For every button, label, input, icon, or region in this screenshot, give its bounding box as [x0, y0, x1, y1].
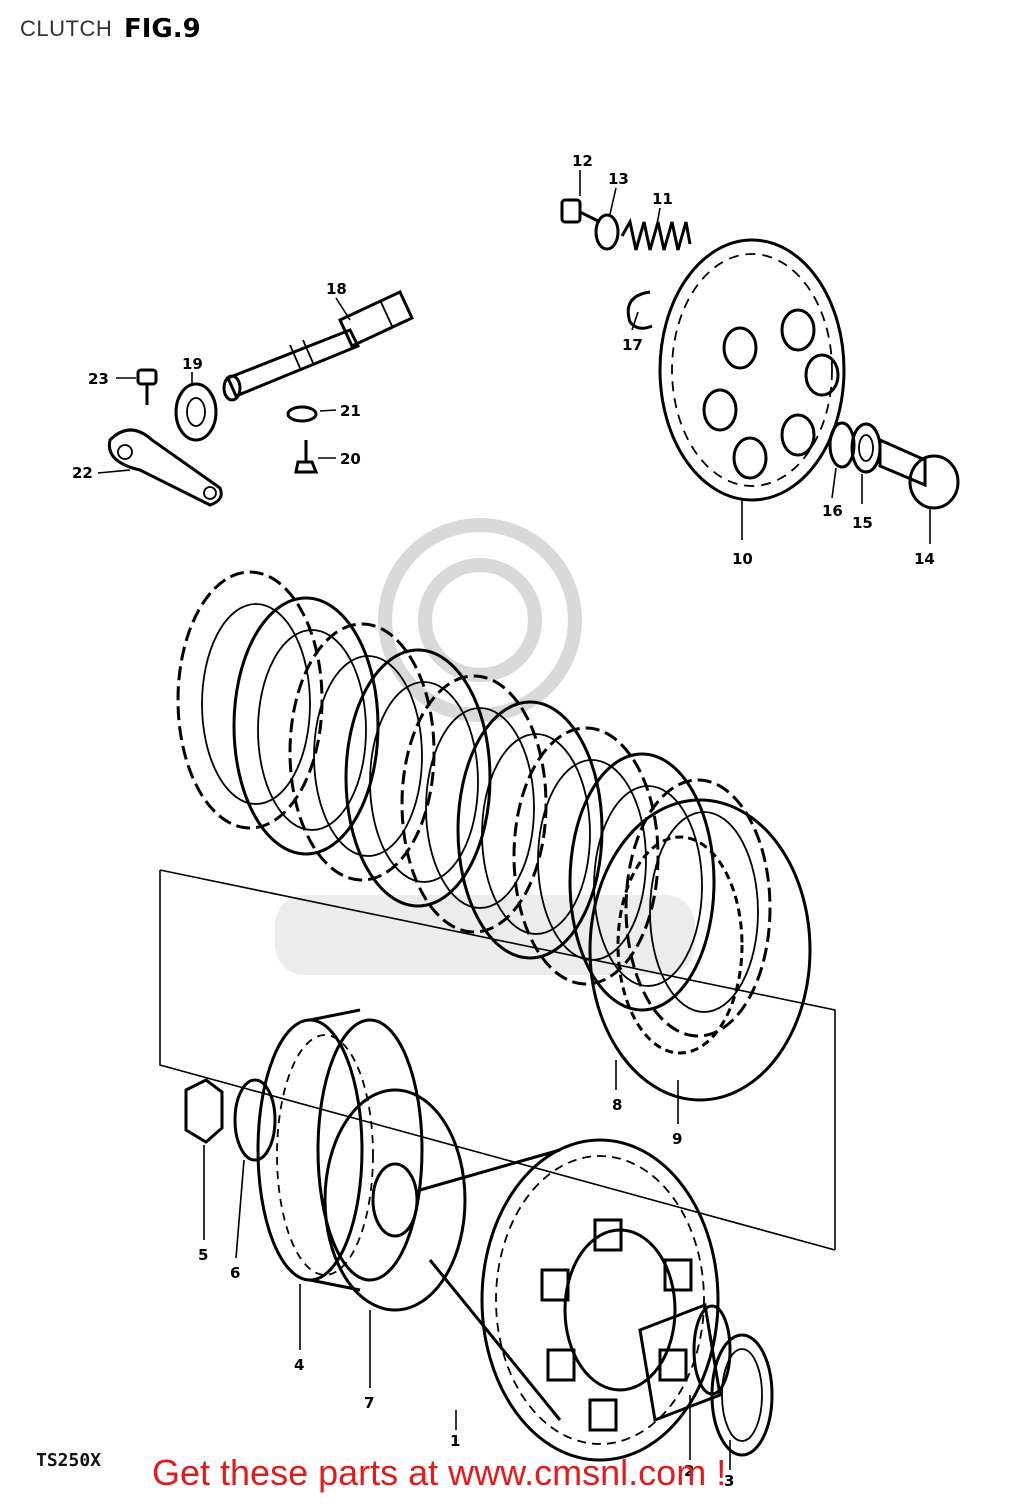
model-code: TS250X [36, 1450, 102, 1471]
part-10-pressure-plate [658, 238, 846, 502]
callout-7: 7 [364, 1394, 374, 1412]
callout-21: 21 [340, 402, 361, 420]
callout-10: 10 [732, 550, 753, 568]
callout-2: 2 [684, 1462, 694, 1480]
part-13-washer [594, 213, 620, 251]
part-16-washer [828, 421, 856, 469]
friction-plate [176, 570, 324, 830]
promo-link[interactable]: Get these parts at www.cmsnl.com ! [152, 1452, 727, 1493]
callout-4: 4 [294, 1356, 304, 1374]
callout-12: 12 [572, 152, 593, 170]
callout-20: 20 [340, 450, 361, 468]
part-4-sleeve-hub [256, 1008, 424, 1292]
friction-plate [288, 622, 436, 882]
callout-19: 19 [182, 355, 203, 373]
callout-9: 9 [672, 1130, 682, 1148]
part-5-nut [184, 1078, 224, 1144]
part-18-release-shaft [222, 290, 414, 402]
part-21-washer [286, 405, 318, 423]
part-12-bolt [560, 198, 601, 224]
plate-inner-ring [425, 707, 535, 909]
callout-labels: 12 13 11 17 18 19 23 22 21 20 10 16 15 1… [72, 152, 935, 1490]
callout-22: 22 [72, 464, 93, 482]
plate-inner-ring [649, 811, 759, 1013]
callout-18: 18 [326, 280, 347, 298]
part-1-clutch-housing [419, 1138, 720, 1462]
plate-inner-ring [201, 603, 311, 805]
callout-5: 5 [198, 1246, 208, 1264]
callout-6: 6 [230, 1264, 240, 1282]
friction-plate [624, 778, 772, 1038]
part-7-thrust-plate [323, 1088, 467, 1312]
callout-15: 15 [852, 514, 873, 532]
drive-plate [568, 752, 716, 1012]
friction-plate [512, 726, 660, 986]
part-22-release-arm [107, 428, 223, 507]
drive-plate [344, 648, 492, 908]
plate-stack [176, 570, 812, 1102]
plates-bracket [159, 869, 836, 1251]
callout-14: 14 [914, 550, 935, 568]
callout-23: 23 [88, 370, 109, 388]
plate-inner-ring [257, 629, 367, 831]
callout-16: 16 [822, 502, 843, 520]
part-19-oil-seal [174, 382, 218, 442]
callout-11: 11 [652, 190, 673, 208]
part-14-pushpiece [878, 437, 960, 510]
part-3-thrust-washer [710, 1333, 774, 1457]
callout-3: 3 [724, 1472, 734, 1490]
callout-8: 8 [612, 1096, 622, 1114]
callout-1: 1 [450, 1432, 460, 1450]
part-20-bolt [294, 440, 319, 474]
plate-inner-ring [593, 785, 703, 987]
front-plate-teeth [616, 835, 744, 1055]
plate-inner-ring [481, 733, 591, 935]
leader-lines [97, 170, 931, 1470]
section-title: CLUTCH [20, 16, 113, 41]
part-15-bearing [850, 422, 882, 474]
front-drive-plate [588, 798, 812, 1102]
part-23-bolt [136, 368, 158, 405]
plate-inner-ring [313, 655, 423, 857]
drive-plate [232, 596, 380, 856]
figure-label: FIG.9 [124, 14, 201, 44]
drive-plate [456, 700, 604, 960]
callout-13: 13 [608, 170, 629, 188]
part-17-circlip [626, 290, 653, 330]
plate-inner-ring [369, 681, 479, 883]
callout-17: 17 [622, 336, 643, 354]
part-6-lock-washer [233, 1078, 277, 1162]
friction-plate [400, 674, 548, 934]
